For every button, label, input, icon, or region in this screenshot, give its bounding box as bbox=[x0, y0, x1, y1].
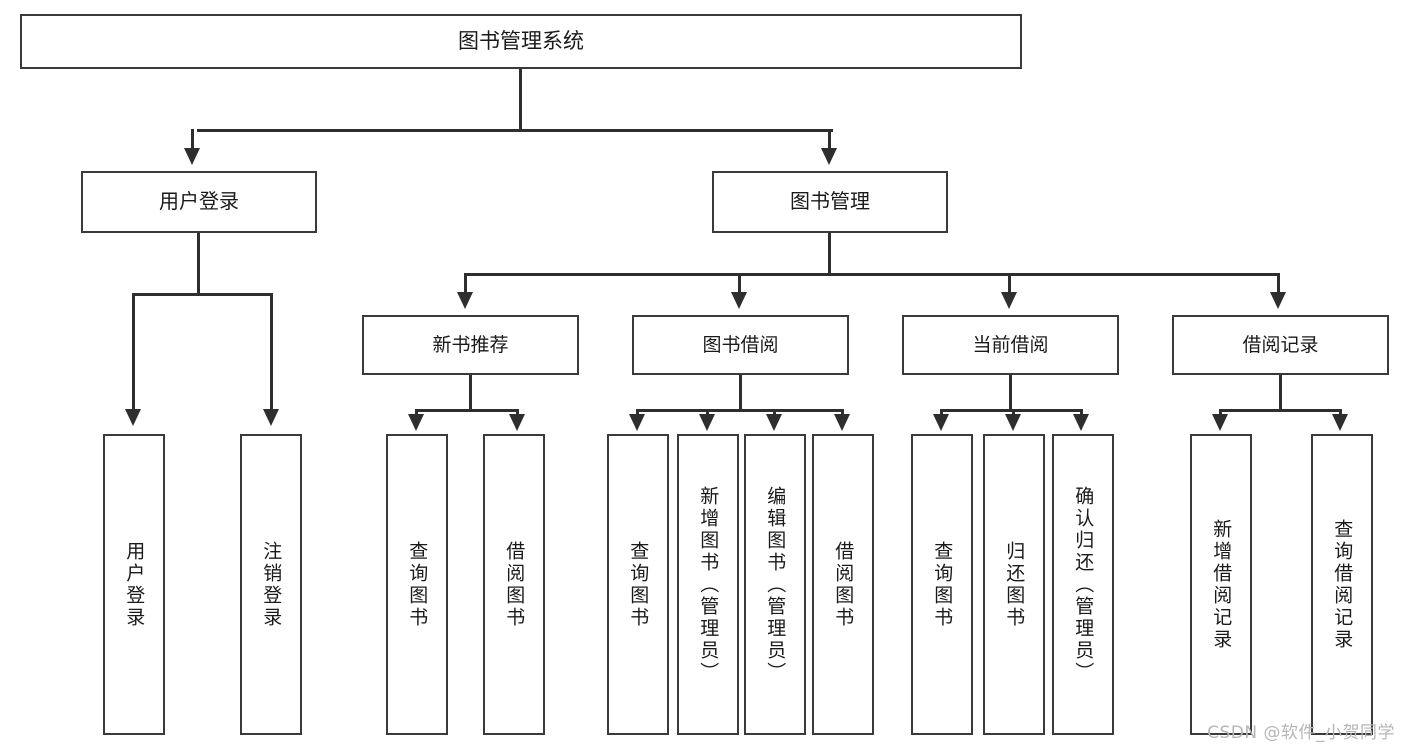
connector-login-to-user-login bbox=[132, 293, 135, 411]
arrowhead-login-to-logout bbox=[263, 409, 279, 426]
arrowhead-newbook-to-borrow bbox=[509, 414, 525, 431]
node-label: 用户登录 bbox=[159, 189, 239, 214]
leaf-label: 借阅图书 bbox=[503, 540, 526, 629]
arrowhead-currentborrow-to-query bbox=[933, 414, 949, 431]
node-book-borrow[interactable]: 图书借阅 bbox=[632, 315, 849, 375]
node-book-management[interactable]: 图书管理 bbox=[712, 171, 948, 233]
leaf-label: 注销登录 bbox=[260, 540, 283, 629]
leaf-label: 确认归还（管理员） bbox=[1072, 485, 1095, 684]
arrowhead-currentborrow-to-return bbox=[1005, 414, 1021, 431]
leaf-label: 新增借阅记录 bbox=[1210, 518, 1233, 651]
connector-newbook-bus bbox=[415, 409, 519, 412]
arrowhead-root-to-login bbox=[184, 148, 200, 165]
leaf-query-borrow-record[interactable]: 查询借阅记录 bbox=[1311, 434, 1373, 735]
connector-bookborrow-to-borrowbook bbox=[841, 409, 844, 417]
arrowhead-bookmgmt-to-borrow bbox=[731, 292, 747, 309]
arrowhead-bookborrow-to-edit bbox=[766, 414, 782, 431]
leaf-query-book-borrow[interactable]: 查询图书 bbox=[607, 434, 669, 735]
node-label: 图书管理 bbox=[790, 189, 870, 214]
connector-login-bus bbox=[132, 293, 273, 296]
connector-bookmgmt-to-new-books bbox=[464, 273, 467, 295]
arrowhead-bookborrow-to-add bbox=[699, 414, 715, 431]
leaf-add-book-admin[interactable]: 新增图书（管理员） bbox=[677, 434, 739, 735]
connector-root-bus bbox=[197, 129, 833, 132]
connector-currentborrow-to-confirm bbox=[1080, 409, 1083, 417]
arrowhead-root-to-book-mgmt bbox=[821, 148, 837, 165]
csdn-watermark: CSDN @软件_小贺同学 bbox=[1207, 723, 1395, 743]
connector-records-to-query bbox=[1339, 409, 1342, 417]
node-root-system[interactable]: 图书管理系统 bbox=[20, 14, 1022, 69]
node-label: 图书管理系统 bbox=[458, 29, 584, 54]
connector-bookborrow-to-query bbox=[636, 409, 639, 417]
leaf-user-login[interactable]: 用户登录 bbox=[103, 434, 165, 735]
connector-bookborrow-stem bbox=[739, 375, 742, 411]
connector-login-to-logout bbox=[270, 293, 273, 411]
leaf-add-borrow-record[interactable]: 新增借阅记录 bbox=[1190, 434, 1252, 735]
connector-login-stem bbox=[197, 233, 200, 295]
connector-root-stem bbox=[519, 69, 522, 130]
leaf-query-book-current[interactable]: 查询图书 bbox=[911, 434, 973, 735]
node-current-borrow[interactable]: 当前借阅 bbox=[902, 315, 1119, 375]
leaf-return-book[interactable]: 归还图书 bbox=[983, 434, 1045, 735]
connector-newbook-stem bbox=[469, 375, 472, 411]
connector-bookmgmt-to-records bbox=[1277, 273, 1280, 295]
arrowhead-bookborrow-to-borrowbook bbox=[834, 414, 850, 431]
connector-newbook-to-borrow bbox=[516, 409, 519, 417]
arrowhead-bookmgmt-to-records bbox=[1270, 292, 1286, 309]
connector-currentborrow-bus bbox=[940, 409, 1082, 412]
connector-bookmgmt-stem bbox=[828, 233, 831, 275]
leaf-label: 归还图书 bbox=[1003, 540, 1026, 629]
arrowhead-bookmgmt-to-current bbox=[1001, 292, 1017, 309]
node-user-login[interactable]: 用户登录 bbox=[81, 171, 317, 233]
leaf-label: 查询图书 bbox=[627, 540, 650, 629]
node-label: 图书借阅 bbox=[702, 333, 779, 356]
leaf-query-book-newbook[interactable]: 查询图书 bbox=[386, 434, 448, 735]
connector-newbook-to-query bbox=[415, 409, 418, 417]
connector-bookmgmt-to-current bbox=[1008, 273, 1011, 295]
leaf-edit-book-admin[interactable]: 编辑图书（管理员） bbox=[744, 434, 806, 735]
leaf-label: 借阅图书 bbox=[832, 540, 855, 629]
node-label: 新书推荐 bbox=[432, 333, 509, 356]
connector-currentborrow-to-query bbox=[940, 409, 943, 417]
connector-bookmgmt-to-borrow bbox=[738, 273, 741, 295]
leaf-borrow-book-newbook[interactable]: 借阅图书 bbox=[483, 434, 545, 735]
connector-bookmgmt-bus bbox=[464, 273, 1280, 276]
leaf-borrow-book[interactable]: 借阅图书 bbox=[812, 434, 874, 735]
connector-root-to-book-mgmt bbox=[828, 129, 831, 151]
connector-records-to-add bbox=[1219, 409, 1222, 417]
connector-bookborrow-to-add bbox=[706, 409, 709, 417]
arrowhead-newbook-to-query bbox=[408, 414, 424, 431]
leaf-confirm-return-admin[interactable]: 确认归还（管理员） bbox=[1052, 434, 1114, 735]
leaf-label: 查询图书 bbox=[931, 540, 954, 629]
connector-records-bus bbox=[1219, 409, 1342, 412]
leaf-label: 编辑图书（管理员） bbox=[764, 485, 787, 684]
arrowhead-login-to-user-login bbox=[125, 409, 141, 426]
connector-currentborrow-to-return bbox=[1012, 409, 1015, 417]
node-label: 当前借阅 bbox=[972, 333, 1049, 356]
connector-currentborrow-stem bbox=[1009, 375, 1012, 411]
arrowhead-currentborrow-to-confirm bbox=[1073, 414, 1089, 431]
arrowhead-records-to-query bbox=[1332, 414, 1348, 431]
connector-bookborrow-to-edit bbox=[773, 409, 776, 417]
leaf-label: 查询图书 bbox=[406, 540, 429, 629]
leaf-label: 新增图书（管理员） bbox=[697, 485, 720, 684]
leaf-label: 用户登录 bbox=[123, 540, 146, 629]
connector-records-stem bbox=[1279, 375, 1282, 411]
leaf-logout[interactable]: 注销登录 bbox=[240, 434, 302, 735]
arrowhead-records-to-add bbox=[1212, 414, 1228, 431]
node-new-book-recommend[interactable]: 新书推荐 bbox=[362, 315, 579, 375]
node-borrow-records[interactable]: 借阅记录 bbox=[1172, 315, 1389, 375]
arrowhead-bookmgmt-to-new-books bbox=[457, 292, 473, 309]
leaf-label: 查询借阅记录 bbox=[1331, 518, 1354, 651]
node-label: 借阅记录 bbox=[1242, 333, 1319, 356]
arrowhead-bookborrow-to-query bbox=[629, 414, 645, 431]
connector-bookborrow-bus bbox=[636, 409, 843, 412]
connector-root-to-login bbox=[191, 129, 194, 151]
